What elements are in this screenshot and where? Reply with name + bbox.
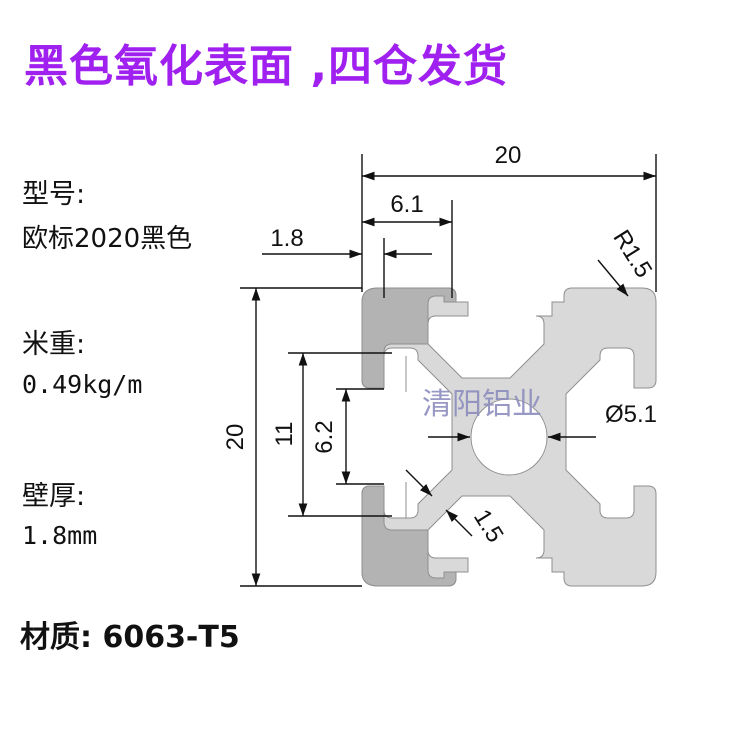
dim-slot-height: 11	[271, 422, 298, 447]
dim-corner-radius: R1.5	[607, 225, 657, 282]
model-value: 欧标2020黑色	[22, 224, 193, 254]
dim-lip-thickness: 1.8	[270, 225, 303, 252]
weight-value: 0.49kg/m	[22, 370, 143, 399]
dim-web-thickness: 1.5	[468, 505, 509, 548]
dim-center-hole: Ø5.1	[605, 401, 657, 428]
dim-slot-opening: 6.2	[311, 420, 338, 453]
weight-label: 米重:	[22, 329, 86, 360]
brand-watermark: 清阳铝业	[422, 387, 542, 422]
model-label: 型号:	[22, 179, 86, 210]
wall-thickness-value: 1.8mm	[22, 521, 98, 550]
page-title: 黑色氧化表面 ,四仓发货	[24, 41, 509, 92]
dim-overall-height: 20	[222, 424, 249, 451]
wall-thickness-label: 壁厚:	[22, 481, 86, 512]
dim-overall-width: 20	[495, 142, 522, 169]
dim-slot-width: 6.1	[390, 191, 423, 218]
dimension-lines	[240, 154, 657, 587]
material-spec: 材质: 6063-T5	[20, 620, 240, 655]
aluminum-profile-shape	[361, 287, 657, 587]
